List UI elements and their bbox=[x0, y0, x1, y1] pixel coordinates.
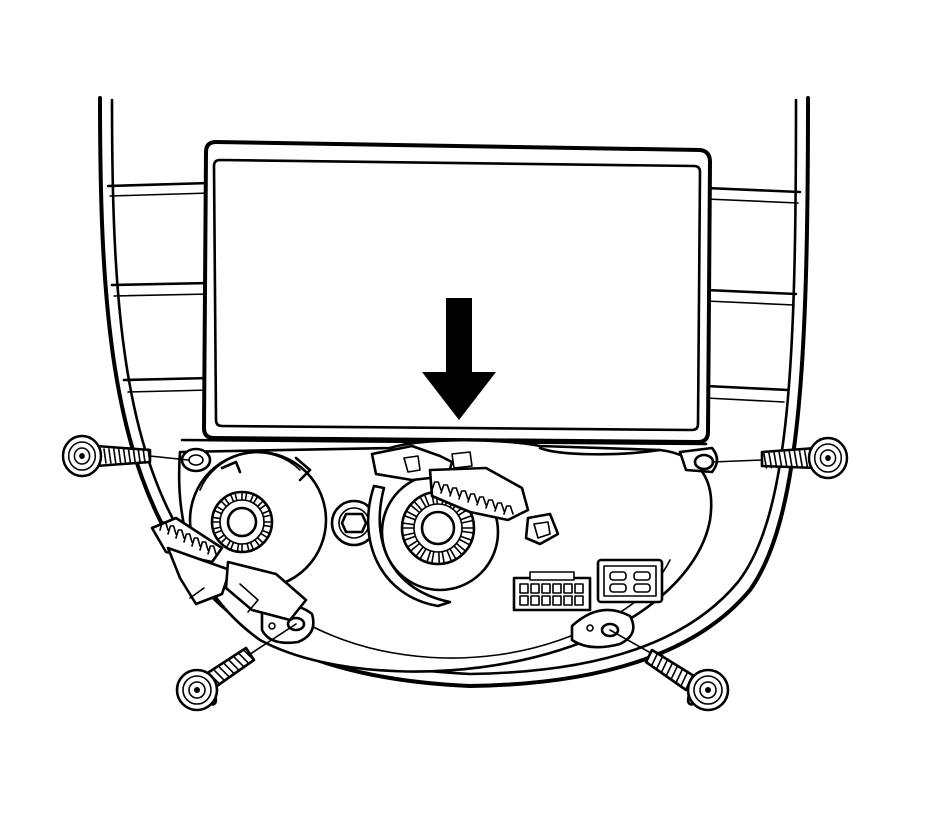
left-knob-assembly bbox=[188, 450, 328, 590]
connector-4-pin bbox=[596, 558, 664, 604]
left-gear-housing bbox=[150, 516, 308, 622]
display-screen bbox=[202, 140, 712, 444]
left-knob-teeth bbox=[211, 491, 273, 553]
main-gear-housing bbox=[370, 444, 530, 522]
screw-lower-left bbox=[175, 646, 256, 712]
connector-12-pin bbox=[512, 571, 592, 612]
left-gear-teeth bbox=[159, 521, 217, 555]
right-vent-slats bbox=[704, 186, 802, 403]
screw-lower-right bbox=[644, 648, 730, 712]
center-small-knob bbox=[330, 499, 378, 547]
screw-upper-right bbox=[760, 436, 849, 480]
down-arrow-icon bbox=[422, 298, 496, 420]
screw-boss-lower-right bbox=[570, 608, 635, 649]
screw-upper-left bbox=[61, 434, 152, 478]
screw-boss-upper-right bbox=[678, 446, 719, 474]
left-vent-slats bbox=[106, 181, 212, 393]
main-gear-rack bbox=[431, 481, 514, 515]
